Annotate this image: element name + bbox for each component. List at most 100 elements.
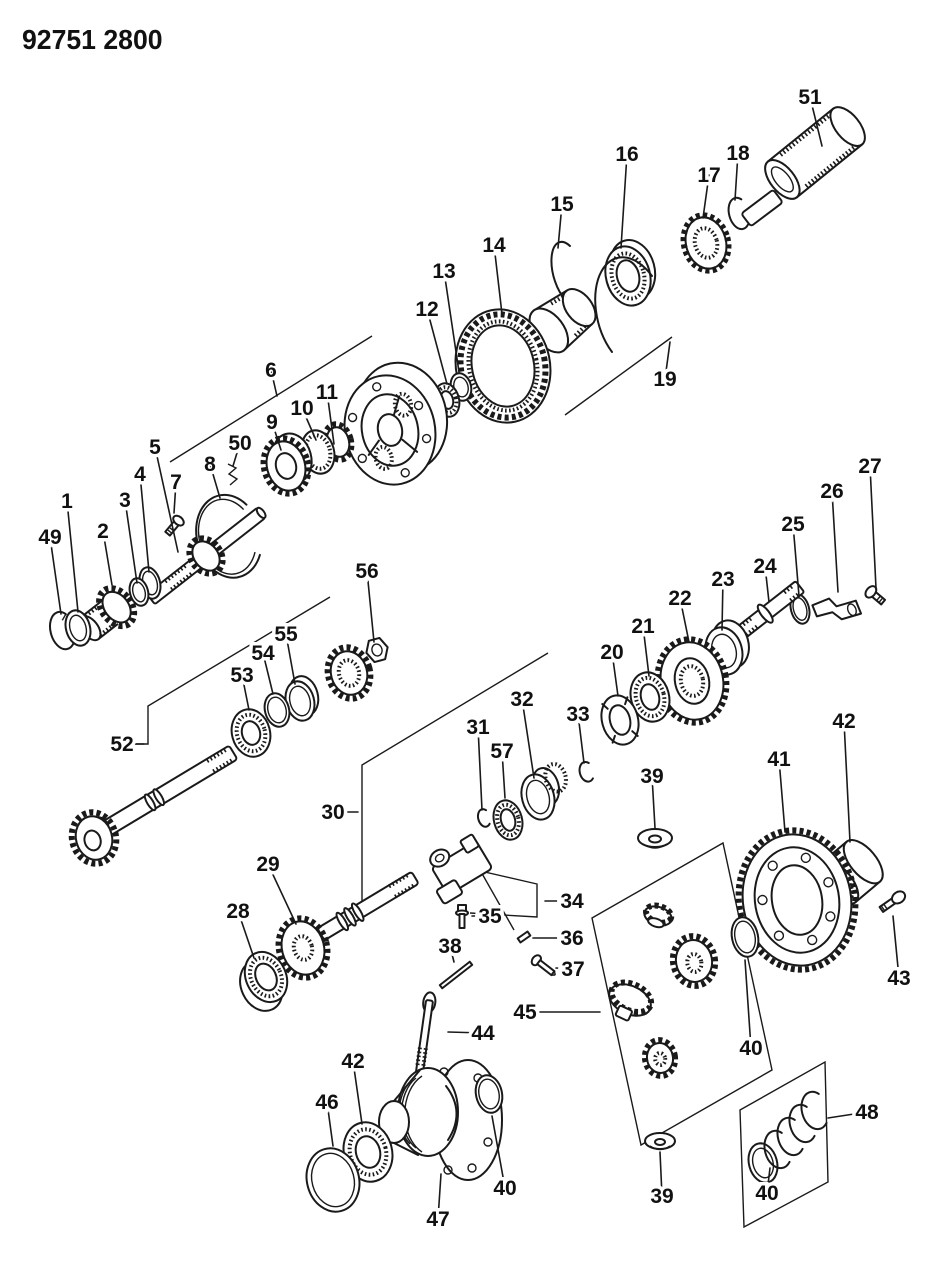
bracket-output-assembly-19 xyxy=(564,336,673,416)
callout-label-8: 8 xyxy=(204,453,216,476)
bolt-7 xyxy=(164,514,185,537)
bracket-clutch-assembly-6 xyxy=(169,335,373,463)
leader-line-26 xyxy=(831,490,839,593)
differential-case-47 xyxy=(378,1059,504,1181)
leader-line-21 xyxy=(642,625,650,677)
callout-label-42: 42 xyxy=(341,1050,364,1073)
roll-pin-36 xyxy=(516,930,532,944)
callout-label-40: 40 xyxy=(493,1177,516,1200)
shim-stack-40 xyxy=(747,1090,828,1184)
bracket-governor-assembly-30 xyxy=(361,652,549,908)
snap-ring-49 xyxy=(48,611,75,651)
callout-label-42: 42 xyxy=(832,710,855,733)
callout-label-13: 13 xyxy=(432,260,455,283)
lock-pin-38 xyxy=(438,960,474,990)
callout-label-21: 21 xyxy=(631,615,655,638)
leader-line-40 xyxy=(491,1115,506,1189)
leader-line-48 xyxy=(827,1111,868,1119)
callout-label-22: 22 xyxy=(668,587,691,610)
callout-label-49: 49 xyxy=(38,526,61,549)
callout-label-29: 29 xyxy=(256,853,279,876)
box-shim-kit-48 xyxy=(739,1060,829,1229)
leader-line-24 xyxy=(764,565,770,603)
governor-body-34 xyxy=(429,833,493,905)
diff-side-gear-right xyxy=(669,933,719,989)
callout-label-16: 16 xyxy=(615,143,638,166)
leader-line-50 xyxy=(232,442,241,467)
leader-line-44 xyxy=(447,1031,484,1034)
governor-bolt-35 xyxy=(455,904,469,929)
leader-line-7 xyxy=(173,481,177,514)
leader-line-10 xyxy=(301,407,317,441)
leader-line-38 xyxy=(449,945,455,963)
leader-line-47 xyxy=(437,1173,442,1220)
callout-label-51: 51 xyxy=(798,86,822,109)
callout-label-3: 3 xyxy=(119,489,131,512)
callout-label-44: 44 xyxy=(471,1022,495,1045)
callout-label-31: 31 xyxy=(466,716,490,739)
callout-label-39: 39 xyxy=(640,765,663,788)
leader-line-23 xyxy=(721,578,724,631)
leader-line-39 xyxy=(659,1151,663,1197)
callout-label-36: 36 xyxy=(560,927,583,950)
input-shaft-5 xyxy=(146,506,267,605)
leader-line-1 xyxy=(66,500,79,613)
output-spline-sleeve-51 xyxy=(764,106,866,200)
callout-label-2: 2 xyxy=(97,520,109,543)
box-differential-gear-set-45 xyxy=(591,841,773,1147)
slotted-washer-20 xyxy=(600,694,640,746)
callout-label-14: 14 xyxy=(482,234,506,257)
callout-label-37: 37 xyxy=(561,958,584,981)
bearing-race-46 xyxy=(305,1147,361,1213)
callout-label-54: 54 xyxy=(251,642,275,665)
plug-and-washer-39-upper xyxy=(637,828,673,849)
leader-line-31 xyxy=(477,726,483,811)
leader-line-28 xyxy=(237,910,255,959)
callout-label-50: 50 xyxy=(228,432,251,455)
callout-label-41: 41 xyxy=(767,748,791,771)
diff-side-gear-left xyxy=(608,979,655,1022)
snap-ring-33 xyxy=(578,760,594,783)
spacer-ring-3 xyxy=(128,577,150,607)
callout-label-18: 18 xyxy=(726,142,750,165)
leader-line-46 xyxy=(326,1101,334,1147)
callout-label-39: 39 xyxy=(650,1185,673,1208)
anchor-bolt-27 xyxy=(864,585,887,606)
leader-line-13 xyxy=(443,270,460,373)
transfer-pinion-gear-52 xyxy=(68,809,120,867)
callout-label-46: 46 xyxy=(315,1091,338,1114)
callout-label-28: 28 xyxy=(226,900,250,923)
tail-shaft-stub xyxy=(741,189,783,227)
leader-line-15 xyxy=(557,203,563,249)
callout-label-35: 35 xyxy=(478,905,502,928)
transfer-shaft-52 xyxy=(100,745,238,837)
leader-line-32 xyxy=(521,698,535,779)
leader-line-20 xyxy=(611,651,619,697)
leader-line-53 xyxy=(241,674,250,711)
leader-line-51 xyxy=(809,96,823,147)
ball-bearing-21 xyxy=(629,671,671,723)
leader-line-29 xyxy=(267,863,297,925)
leader-line-4 xyxy=(139,473,150,573)
leader-line-25 xyxy=(792,523,800,597)
callout-label-32: 32 xyxy=(510,688,533,711)
callout-label-20: 20 xyxy=(600,641,623,664)
leader-line-12 xyxy=(426,308,448,385)
planet-carrier-assembly xyxy=(343,361,449,486)
callout-label-17: 17 xyxy=(697,164,720,187)
bearing-57 xyxy=(492,799,524,841)
bearing-race-55 xyxy=(284,675,320,722)
callout-label-19: 19 xyxy=(653,368,676,391)
clutch-drum-9 xyxy=(260,432,313,497)
leader-line-22 xyxy=(679,597,690,643)
lock-nut-56 xyxy=(365,636,389,664)
leader-line-8 xyxy=(209,463,221,499)
leader-line-27 xyxy=(869,465,877,589)
callout-label-5: 5 xyxy=(149,436,161,459)
leader-line-40 xyxy=(744,959,752,1049)
diff-pinion-gear-top xyxy=(643,902,675,929)
callout-label-47: 47 xyxy=(426,1208,449,1231)
side-bearing-42-left xyxy=(342,1121,394,1183)
bracket-governor-body-34 xyxy=(462,866,538,918)
